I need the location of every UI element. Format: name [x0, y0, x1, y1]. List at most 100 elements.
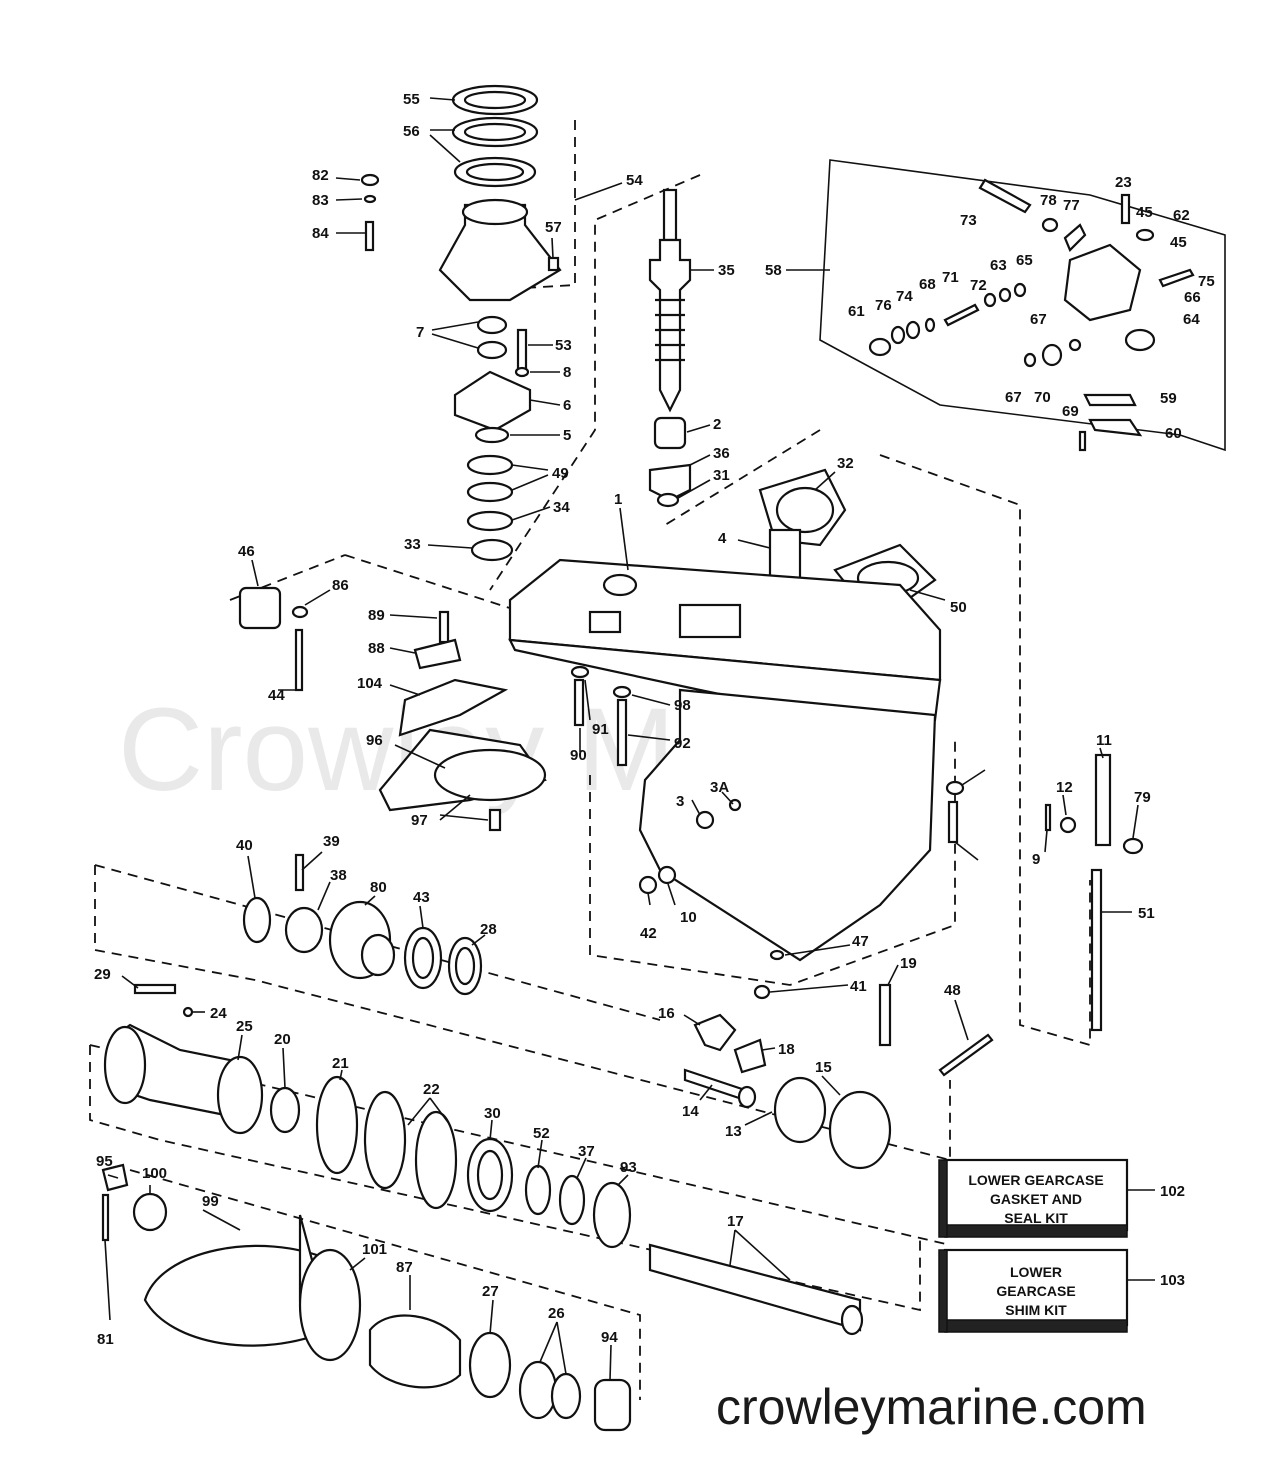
callout-label: 88 — [368, 640, 385, 657]
shift-linkage — [683, 753, 1144, 1170]
callout-label: 73 — [960, 212, 977, 229]
callout-label: 29 — [94, 966, 111, 983]
callout-label: 42 — [640, 925, 657, 942]
callout-label: 43 — [413, 889, 430, 906]
callout-label: 92 — [674, 735, 691, 752]
callout-label: 36 — [713, 445, 730, 462]
callout-label: 17 — [727, 1213, 744, 1230]
callout-label: 104 — [357, 675, 383, 692]
callout-label: 67 — [1030, 311, 1047, 328]
svg-text:LOWER: LOWER — [1010, 1264, 1062, 1280]
water-pump-parts — [360, 84, 562, 562]
callout-label: 23 — [1115, 174, 1132, 191]
callout-label: 45 — [1136, 204, 1153, 221]
callout-label: 91 — [592, 721, 609, 738]
callout-label: 99 — [202, 1193, 219, 1210]
callout-label: 54 — [626, 172, 643, 189]
callout-label: 33 — [404, 536, 421, 553]
callout-label: 39 — [323, 833, 340, 850]
callout-label: 41 — [850, 978, 867, 995]
callout-label: 77 — [1063, 197, 1080, 214]
callout-label: 2 — [713, 416, 721, 433]
kit-box-103: LOWER GEARCASE SHIM KIT — [938, 1248, 1129, 1333]
callout-label: 55 — [403, 91, 420, 108]
callout-label: 58 — [765, 262, 782, 279]
callout-label: 53 — [555, 337, 572, 354]
callout-label: 16 — [658, 1005, 675, 1022]
callout-label: 37 — [578, 1143, 595, 1160]
callout-label: 82 — [312, 167, 329, 184]
callout-label: 101 — [362, 1241, 387, 1258]
callout-label: 52 — [533, 1125, 550, 1142]
callout-label: 14 — [682, 1103, 699, 1120]
callout-label: 46 — [238, 543, 255, 560]
bearing-housing-group — [103, 983, 632, 1249]
callout-103: 103 — [1160, 1272, 1185, 1289]
callout-label: 100 — [142, 1165, 167, 1182]
kit-box-102: LOWER GEARCASE GASKET AND SEAL KIT — [938, 1158, 1129, 1238]
callout-label: 25 — [236, 1018, 253, 1035]
callout-label: 24 — [210, 1005, 227, 1022]
callout-label: 35 — [718, 262, 735, 279]
svg-text:LOWER GEARCASE: LOWER GEARCASE — [968, 1172, 1103, 1188]
callout-label: 67 — [1005, 389, 1022, 406]
callout-labels: 55 56 82 83 54 84 57 35 58 7 53 8 6 5 49… — [94, 91, 1215, 1348]
callout-label: 64 — [1183, 311, 1200, 328]
callout-label: 11 — [1096, 732, 1112, 749]
callout-label: 28 — [480, 921, 497, 938]
callout-label: 78 — [1040, 192, 1057, 209]
callout-label: 4 — [718, 530, 727, 547]
callout-label: 3A — [710, 779, 729, 796]
callout-label: 19 — [900, 955, 917, 972]
pinion-forward-gear — [242, 853, 483, 996]
callout-label: 70 — [1034, 389, 1051, 406]
callout-label: 89 — [368, 607, 385, 624]
leader-lines — [104, 97, 1155, 1381]
callout-label: 26 — [548, 1305, 565, 1322]
callout-label: 56 — [403, 123, 420, 140]
callout-label: 50 — [950, 599, 967, 616]
gear-housing — [508, 558, 942, 962]
callout-label: 69 — [1062, 403, 1079, 420]
callout-label: 45 — [1170, 234, 1187, 251]
svg-text:SHIM KIT: SHIM KIT — [1005, 1302, 1067, 1318]
shift-rod-detail — [819, 159, 1226, 452]
callout-label: 12 — [1056, 779, 1073, 796]
callout-label: 63 — [990, 257, 1007, 274]
callout-label: 7 — [416, 324, 424, 341]
callout-label: 71 — [942, 269, 959, 286]
callout-label: 20 — [274, 1031, 291, 1048]
callout-label: 62 — [1173, 207, 1190, 224]
callout-label: 96 — [366, 732, 383, 749]
callout-label: 68 — [919, 276, 936, 293]
callout-label: 47 — [852, 933, 869, 950]
callout-label: 72 — [970, 277, 987, 294]
callout-label: 15 — [815, 1059, 832, 1076]
callout-label: 49 — [552, 465, 569, 482]
callout-label: 87 — [396, 1259, 413, 1276]
site-url: crowleymarine.com — [716, 1379, 1147, 1435]
callout-label: 86 — [332, 577, 349, 594]
propeller-assembly — [101, 1163, 632, 1432]
callout-label: 66 — [1184, 289, 1201, 306]
callout-label: 65 — [1016, 252, 1033, 269]
callout-label: 60 — [1165, 425, 1182, 442]
callout-label: 59 — [1160, 390, 1177, 407]
callout-102: 102 — [1160, 1183, 1185, 1200]
callout-label: 84 — [312, 225, 329, 242]
callout-label: 80 — [370, 879, 387, 896]
callout-label: 8 — [563, 364, 571, 381]
callout-label: 30 — [484, 1105, 501, 1122]
svg-text:GEARCASE: GEARCASE — [996, 1283, 1075, 1299]
anode-trim-parts — [238, 586, 632, 832]
callout-label: 81 — [97, 1331, 114, 1348]
callout-label: 94 — [601, 1329, 618, 1346]
callout-label: 95 — [96, 1153, 113, 1170]
callout-label: 98 — [674, 697, 691, 714]
callout-label: 57 — [545, 219, 562, 236]
callout-label: 48 — [944, 982, 961, 999]
callout-label: 93 — [620, 1159, 637, 1176]
callout-label: 76 — [875, 297, 892, 314]
callout-label: 40 — [236, 837, 253, 854]
